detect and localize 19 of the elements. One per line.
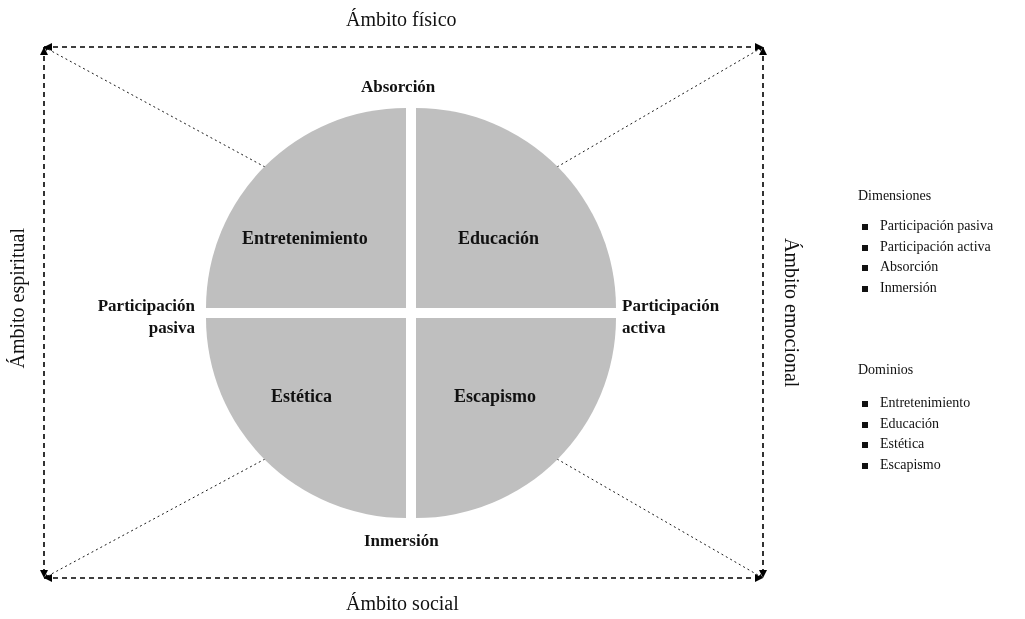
quadrant-label: Entretenimiento: [242, 228, 368, 249]
legend-text: Entretenimiento: [880, 395, 971, 411]
legend-text: Educación: [880, 415, 940, 432]
quadrant-label: Estética: [271, 386, 332, 407]
axis-label: Inmersión: [364, 530, 439, 552]
side-label: Ámbito espiritual: [6, 225, 29, 372]
legend-text: Estética: [880, 436, 925, 452]
legend-text: Participación activa: [880, 238, 991, 255]
axis-label: Participación activa: [622, 295, 721, 339]
quadrant-label: Escapismo: [454, 386, 536, 407]
legend-text: Participación pasiva: [880, 218, 994, 234]
legend-text: Absorción: [880, 259, 939, 275]
axis-label: Absorción: [361, 76, 436, 98]
legend-text: Escapismo: [880, 456, 941, 473]
axis-label: Participación pasiva: [96, 295, 195, 339]
legend-text: Inmersión: [880, 279, 937, 296]
legend-heading: Dominios: [858, 362, 914, 378]
quadrant-label: Educación: [458, 228, 540, 249]
legend-heading: Dimensiones: [858, 188, 932, 204]
